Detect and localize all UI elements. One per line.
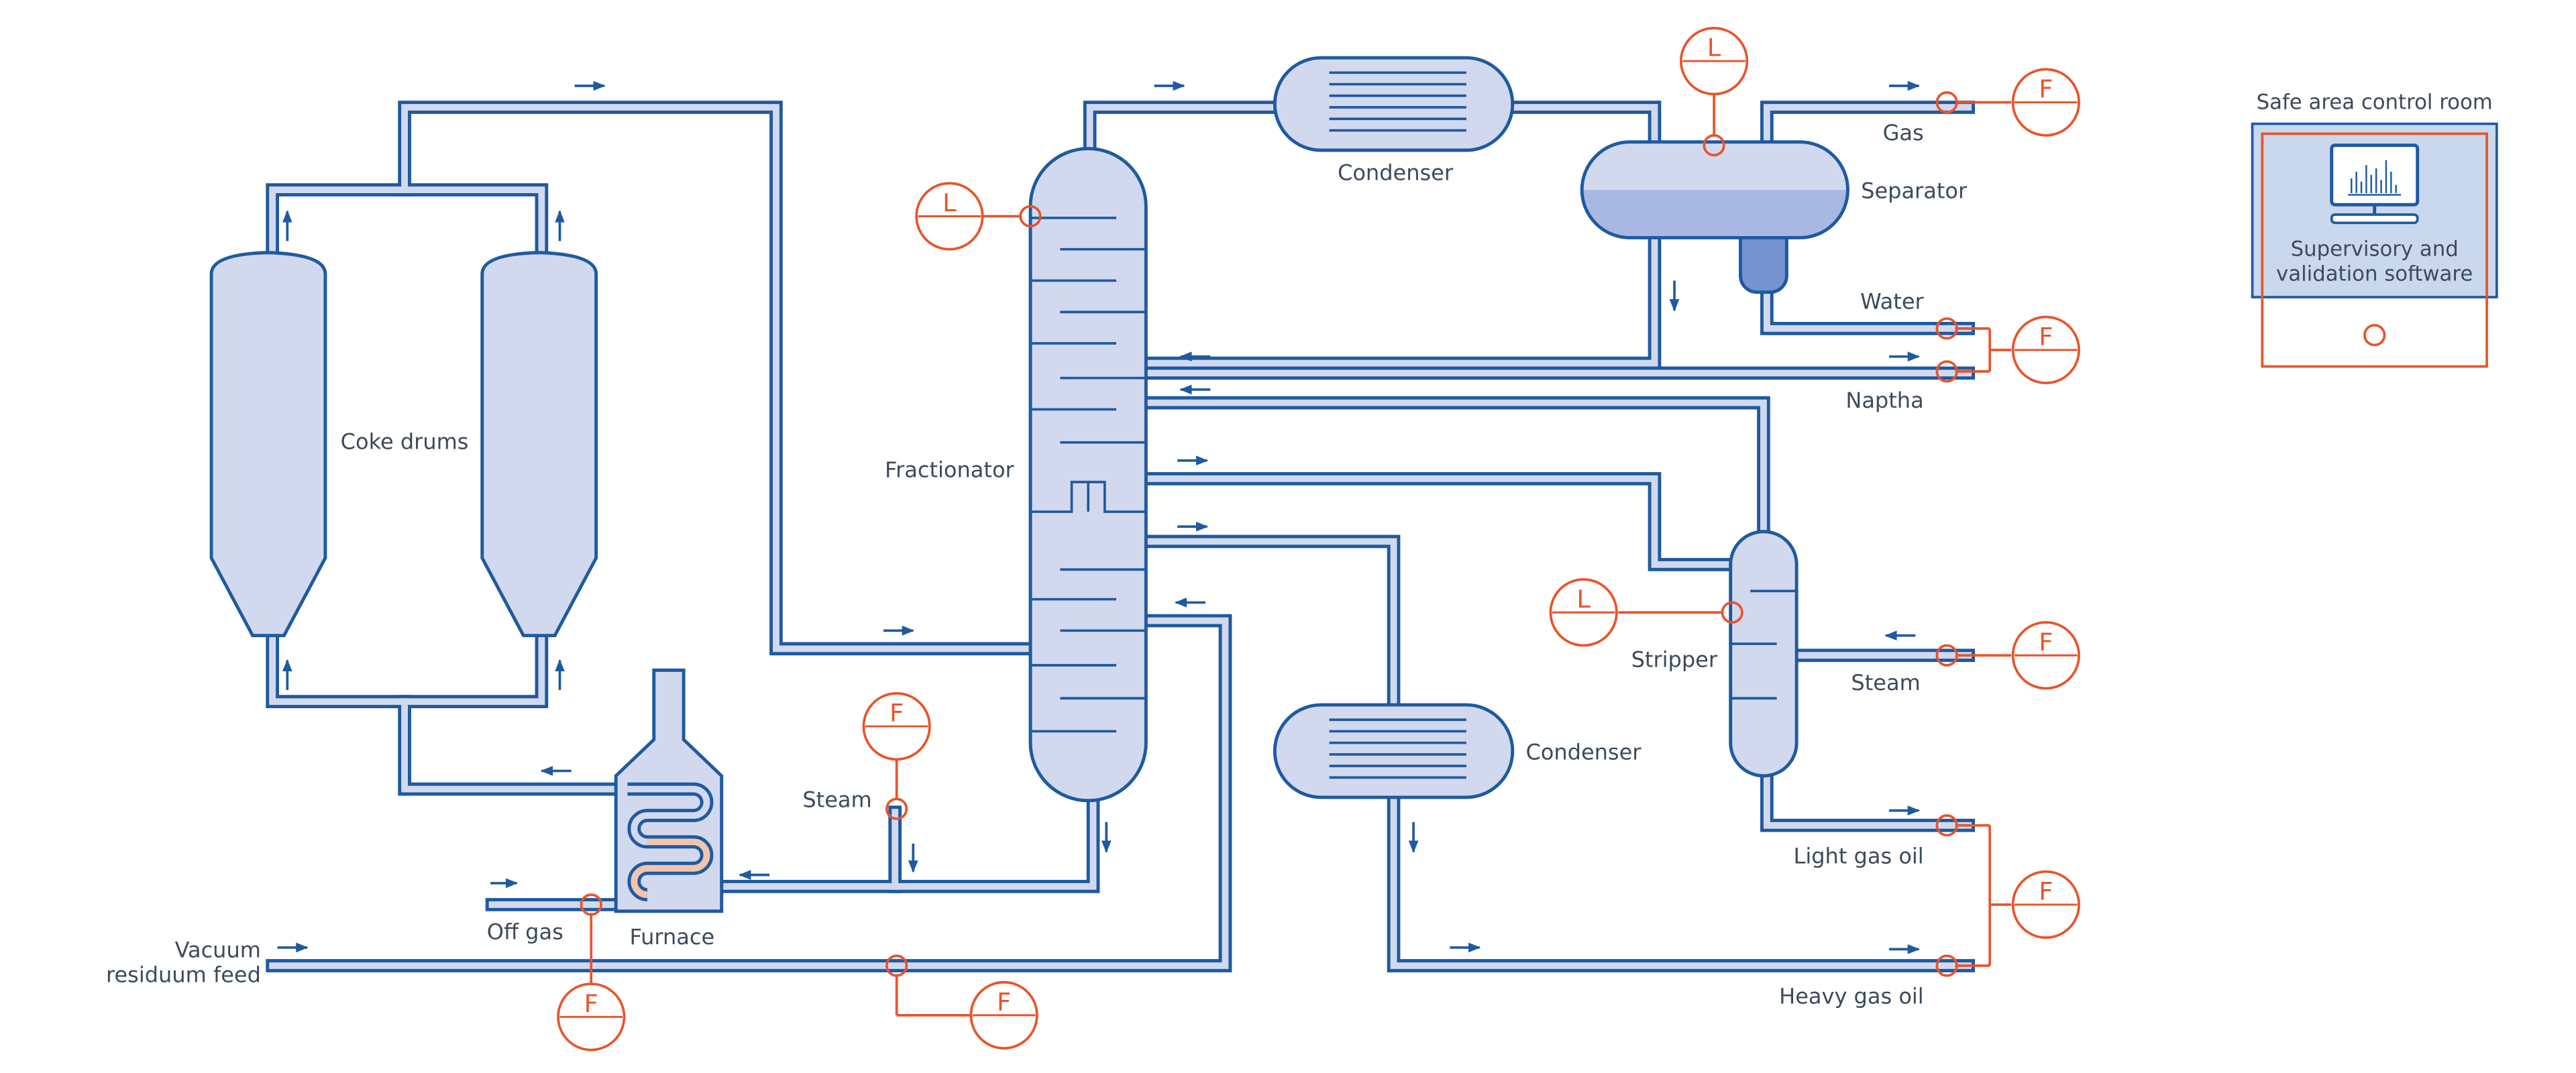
condenser-top	[1273, 56, 1515, 152]
fractionator-column	[1028, 147, 1148, 803]
flow-meter-water-naptha[interactable]: F	[2011, 315, 2080, 384]
level-indicator-stripper[interactable]: L	[1549, 578, 1618, 647]
flow-meter-steam[interactable]: F	[2011, 621, 2080, 690]
software-label-line1: Supervisory and	[2291, 237, 2459, 262]
off-gas-label: Off gas	[487, 919, 564, 945]
furnace-label: Furnace	[629, 924, 714, 950]
feed-label-line1: Vacuum	[175, 938, 261, 963]
flow-meter-off-gas[interactable]: F	[557, 982, 626, 1052]
flow-arrows	[277, 80, 1921, 954]
control-room: Safe area control room Supervisory and	[2251, 90, 2498, 368]
flow-meter-gas[interactable]: F	[2011, 68, 2080, 137]
light-gas-oil-label: Light gas oil	[1794, 843, 1924, 868]
gas-label: Gas	[1883, 120, 1924, 146]
coke-drum-left	[209, 251, 327, 638]
svg-text:F: F	[2039, 628, 2053, 657]
software-label-line2: validation software	[2276, 262, 2473, 286]
flow-meter-feed[interactable]: F	[969, 980, 1038, 1050]
flow-meter-furnace-steam[interactable]: F	[862, 692, 931, 761]
instrument-taps	[580, 91, 1958, 977]
steam-furnace-label: Steam	[802, 787, 871, 813]
control-room-title: Safe area control room	[2257, 90, 2493, 114]
svg-text:F: F	[890, 699, 904, 728]
level-indicator-fractionator[interactable]: L	[915, 182, 984, 251]
svg-text:F: F	[2039, 877, 2053, 906]
svg-text:F: F	[2039, 74, 2053, 103]
monitor-chart-icon	[2330, 144, 2420, 225]
heavy-gas-oil-label: Heavy gas oil	[1779, 984, 1924, 1009]
steam-stripper-label: Steam	[1851, 670, 1920, 695]
condenser-bottom-label: Condenser	[1525, 739, 1642, 765]
condenser-bottom	[1273, 703, 1515, 799]
furnace	[614, 668, 724, 913]
svg-text:F: F	[2039, 322, 2053, 351]
svg-text:L: L	[1576, 585, 1591, 614]
svg-text:L: L	[1707, 34, 1721, 62]
svg-text:L: L	[943, 188, 957, 217]
feed-label-line2: residuum feed	[106, 962, 261, 988]
naptha-label: Naptha	[1845, 388, 1923, 413]
level-indicator-separator[interactable]: L	[1680, 27, 1749, 96]
separator-vessel	[1580, 140, 1849, 294]
water-label: Water	[1860, 288, 1924, 314]
stripper-column	[1729, 530, 1799, 778]
coke-drum-right	[480, 251, 598, 638]
svg-text:F: F	[584, 989, 598, 1018]
fractionator-label: Fractionator	[885, 457, 1014, 482]
flow-meter-gas-oil[interactable]: F	[2011, 870, 2080, 939]
stripper-label: Stripper	[1631, 646, 1718, 672]
control-room-tap	[2363, 324, 2386, 347]
svg-text:F: F	[997, 987, 1011, 1016]
separator-label: Separator	[1861, 178, 1968, 203]
condenser-top-label: Condenser	[1338, 160, 1454, 185]
coke-drums-label: Coke drums	[341, 429, 469, 455]
instrument-lines	[590, 94, 2012, 1017]
